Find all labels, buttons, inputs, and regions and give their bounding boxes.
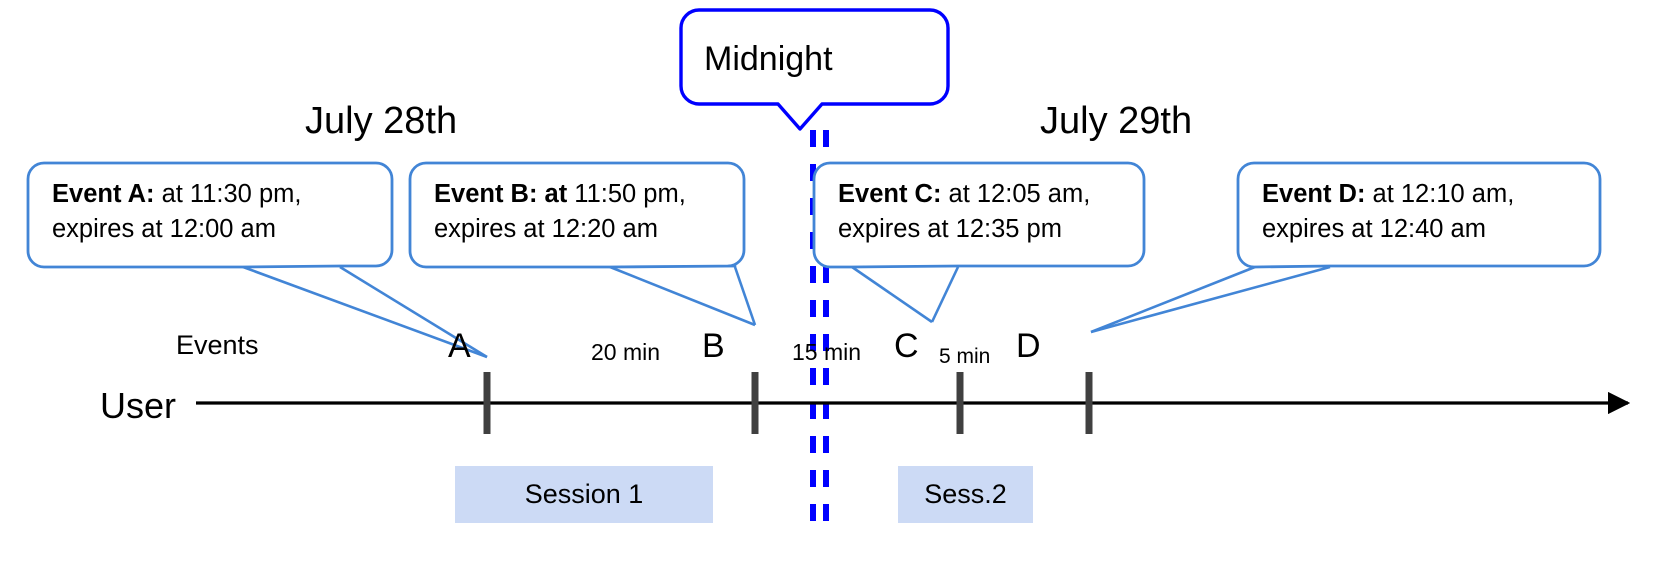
midnight-label: Midnight [704, 40, 833, 78]
callout-line1-event-d: Event D: at 12:10 am, [1262, 177, 1514, 212]
event-letter-c: C [894, 327, 919, 365]
callout-line2-event-c: expires at 12:35 pm [838, 214, 1062, 243]
interval-label-15-min: 15 min [792, 339, 862, 365]
callout-rest-event-a: at 11:30 pm, [154, 180, 302, 208]
event-tick-marks [483, 372, 1093, 434]
callout-line1-event-a: Event A: at 11:30 pm, [52, 177, 301, 212]
session-box-2: Sess.2 [898, 466, 1033, 523]
callout-text-event-a: Event A: at 11:30 pm, expires at 12:00 a… [52, 177, 301, 246]
callout-bold-event-c: Event C: [838, 180, 942, 208]
session-box-1: Session 1 [455, 466, 713, 523]
callout-bold-event-a: Event A: [52, 180, 155, 208]
day-label-july-29: July 29th [1040, 100, 1193, 142]
day-label-july-28: July 28th [305, 100, 458, 142]
callout-line1-event-c: Event C: at 12:05 am, [838, 177, 1090, 212]
callout-leader-lines [242, 265, 1331, 359]
event-letter-a: A [448, 327, 471, 365]
interval-label-20-min: 20 min [591, 339, 661, 365]
callout-text-event-c: Event C: at 12:05 am, expires at 12:35 p… [838, 177, 1090, 246]
event-letter-b: B [702, 327, 725, 365]
events-row-label: Events [176, 330, 259, 360]
callout-text-event-d: Event D: at 12:10 am, expires at 12:40 a… [1262, 177, 1514, 246]
session-label-2: Sess.2 [924, 479, 1007, 509]
interval-label-5-min: 5 min [939, 345, 991, 368]
callout-line2-event-b: expires at 12:20 am [434, 214, 658, 243]
callout-line2-event-a: expires at 12:00 am [52, 214, 276, 243]
callout-rest-event-c: at 12:05 am, [941, 180, 1091, 208]
event-letter-d: D [1016, 327, 1041, 365]
callout-line1-event-b: Event B: at 11:50 pm, [434, 177, 686, 212]
callout-rest-event-b: 11:50 pm, [567, 180, 686, 208]
midnight-dashed-line [810, 130, 829, 534]
callout-bold-event-b: Event B: at [434, 180, 568, 208]
callout-rest-event-d: at 12:10 am, [1365, 180, 1515, 208]
callout-text-event-b: Event B: at 11:50 pm, expires at 12:20 a… [434, 177, 686, 246]
session-label-1: Session 1 [524, 479, 644, 509]
user-row-label: User [100, 385, 177, 426]
callout-bold-event-d: Event D: [1262, 180, 1366, 208]
callout-line2-event-d: expires at 12:40 am [1262, 214, 1486, 243]
